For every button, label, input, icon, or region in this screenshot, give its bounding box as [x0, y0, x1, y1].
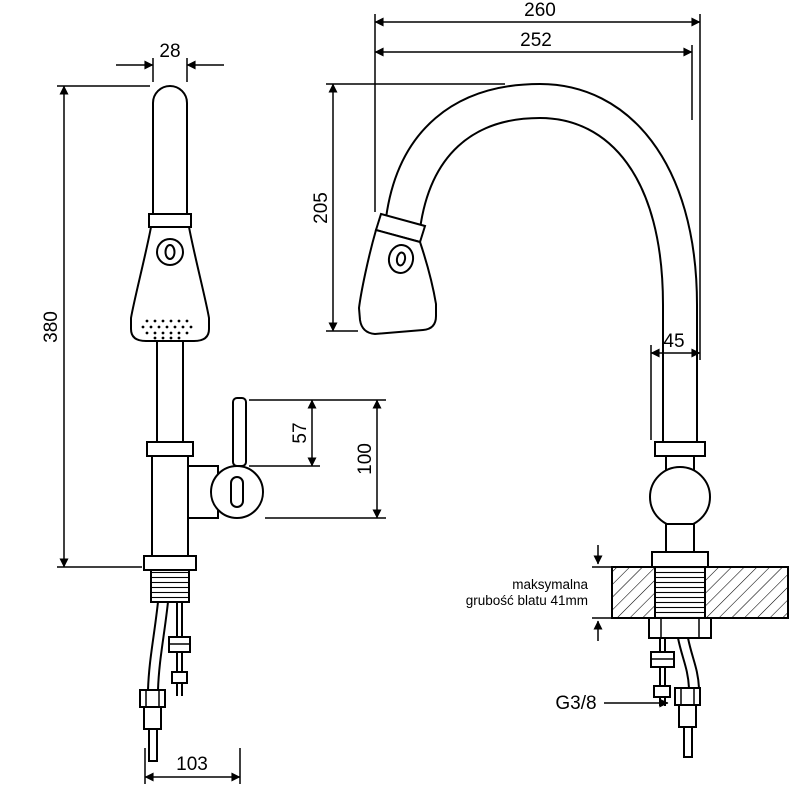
front-view: 28 380 57 100 103	[41, 41, 386, 784]
dim-spout-reach-label: 252	[520, 30, 552, 51]
front-aerator-holes	[141, 319, 193, 340]
dimension-spout-reach: 252	[374, 30, 693, 120]
dim-total-depth-label: 260	[524, 0, 556, 21]
dim-base-width-label: 103	[176, 754, 208, 775]
dimension-spout-width: 28	[116, 41, 224, 82]
dim-total-height-label: 380	[41, 311, 62, 343]
side-view: 260 252 205 45 maksymalna grubość blatu …	[311, 0, 789, 758]
countertop-thickness-note: maksymalna grubość blatu 41mm	[466, 545, 614, 641]
front-spray-button-slot	[164, 244, 176, 260]
dim-base-depth-label: 45	[663, 331, 684, 352]
front-threaded-shank	[150, 569, 190, 603]
side-spray-button-slot	[395, 251, 407, 267]
dimension-total-depth: 260	[374, 0, 701, 360]
front-spout	[152, 85, 188, 215]
dimension-base-depth: 45	[650, 331, 701, 440]
front-handle-lever	[232, 397, 247, 467]
dimension-handle-height: 57	[249, 399, 386, 467]
front-body-collar	[146, 441, 194, 457]
side-spout-inner	[419, 116, 664, 442]
front-riser-pipe	[156, 340, 184, 443]
side-body-lower	[665, 523, 695, 557]
front-base-flange	[143, 555, 197, 571]
thread-size-label: G3/8	[555, 693, 596, 714]
front-mounting-hardware	[139, 601, 191, 762]
dim-spout-width-label: 28	[159, 41, 180, 62]
side-spray-button	[387, 244, 415, 274]
dimension-spout-height: 205	[311, 83, 505, 332]
side-valve-body	[649, 466, 711, 528]
front-spray-button	[156, 238, 184, 266]
side-threaded-shank	[654, 566, 706, 619]
side-spray-head	[357, 228, 437, 336]
dim-handle-height-label: 57	[290, 422, 311, 443]
front-valve-cap-slot	[230, 476, 244, 508]
dimension-total-height: 380	[41, 85, 150, 568]
side-body-collar	[654, 441, 706, 457]
thread-size-callout: G3/8	[555, 693, 669, 714]
countertop-note-line2: grubość blatu 41mm	[466, 593, 588, 608]
dim-spout-height-label: 205	[311, 192, 332, 224]
side-base-flange	[651, 551, 709, 568]
dimension-body-height: 100	[265, 399, 386, 519]
side-spout-outer	[385, 82, 698, 442]
countertop-note-line1: maksymalna	[512, 577, 588, 592]
front-spray-head	[130, 226, 210, 342]
front-spray-collar	[148, 213, 192, 228]
side-mounting-hardware	[650, 637, 701, 758]
side-mounting-nut	[648, 617, 712, 639]
dimension-base-width: 103	[144, 748, 241, 784]
front-valve	[187, 465, 219, 519]
dim-body-height-label: 100	[355, 443, 376, 475]
front-body	[151, 455, 189, 559]
